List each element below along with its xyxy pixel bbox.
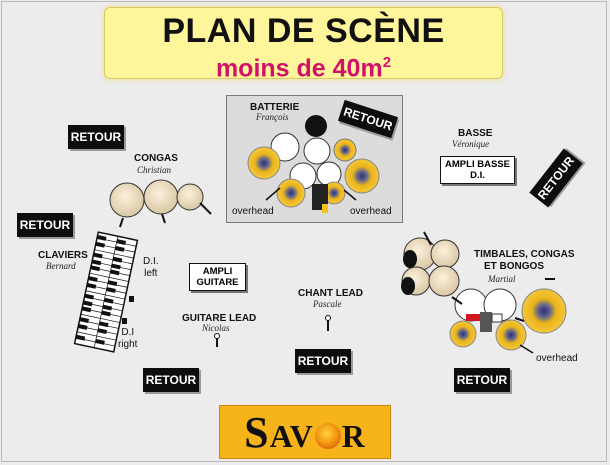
- congas-set: [109, 179, 212, 228]
- bass-drum-icon: [312, 184, 328, 210]
- cymbal-icon: [449, 320, 477, 348]
- subtitle-superscript: 2: [382, 54, 392, 71]
- percussions-label-line2: ET BONGOS: [483, 261, 544, 272]
- chant-musician: Pascale: [313, 299, 342, 309]
- mic-icon: [451, 296, 463, 305]
- overhead-left-label: overhead: [232, 206, 274, 217]
- di-left-label: D.I. left: [143, 256, 159, 280]
- conga-icon: [109, 182, 145, 218]
- block-icon: [491, 313, 503, 323]
- percussions-overhead-label: overhead: [536, 353, 578, 364]
- congas-musician: Christian: [137, 165, 172, 175]
- ampli-basse-label: AMPLI BASSE: [445, 159, 510, 170]
- retour-congas: RETOUR: [68, 125, 124, 149]
- di-left-line2: left: [144, 268, 158, 279]
- retour-percussions: RETOUR: [454, 368, 510, 392]
- congas-label: CONGAS: [134, 153, 178, 164]
- di-right-line2: right: [118, 339, 138, 350]
- subtitle-text: moins de 40m: [215, 54, 383, 83]
- ampli-guitare-box: AMPLI GUITARE: [189, 263, 246, 291]
- mic-icon: [423, 231, 432, 246]
- batterie-label: BATTERIE: [250, 102, 300, 113]
- di-box-icon: [122, 318, 127, 324]
- conga-icon: [428, 265, 460, 297]
- mic-stand-icon: [519, 344, 534, 354]
- basse-label: BASSE: [458, 128, 493, 139]
- cymbal-icon: [495, 319, 527, 351]
- vocal-mic-icon: [325, 315, 331, 331]
- retour-chant: RETOUR: [295, 349, 351, 373]
- guitare-musician: Nicolas: [202, 323, 230, 333]
- kick-mic-icon: [322, 204, 328, 213]
- di-right-label: D.I right: [118, 327, 137, 351]
- percussions-label-line1: TIMBALES, CONGAS: [474, 249, 575, 260]
- retour-guitare: RETOUR: [143, 368, 199, 392]
- batterie-musician: François: [256, 112, 289, 122]
- mic-stand-icon: [265, 187, 281, 201]
- ampli-guitare-line2: GUITARE: [196, 277, 239, 288]
- conga-icon: [176, 183, 204, 211]
- cowbell-icon: [480, 312, 492, 332]
- conga-icon: [143, 179, 179, 215]
- mic-icon: [161, 213, 166, 224]
- bongo-icon: [401, 277, 415, 295]
- cymbal-icon: [344, 158, 380, 194]
- chant-label: CHANT LEAD: [298, 288, 363, 299]
- conga-icon: [430, 239, 460, 269]
- title-banner: PLAN DE SCÈNE moins de 40m2: [104, 7, 503, 82]
- di-left-line1: D.I.: [143, 256, 159, 267]
- ampli-guitare-line1: AMPLI: [202, 266, 233, 277]
- plan-title: PLAN DE SCÈNE: [162, 12, 445, 50]
- drum-stool-icon: [305, 115, 327, 137]
- keyboard-stack: [73, 231, 139, 353]
- hihat-icon: [276, 178, 306, 208]
- retour-claviers: RETOUR: [17, 213, 73, 237]
- drum-kit: [247, 115, 380, 213]
- guitar-mic-icon: [214, 333, 220, 347]
- di-box-icon: [129, 296, 134, 302]
- plan-subtitle: moins de 40m2: [105, 49, 502, 82]
- mic-stand-icon: [343, 189, 357, 201]
- cymbal-icon: [247, 146, 281, 180]
- overhead-right-label: overhead: [350, 206, 392, 217]
- bongo-icon: [403, 250, 417, 268]
- mic-icon: [119, 217, 124, 228]
- guitare-label: GUITARE LEAD: [182, 313, 257, 324]
- ampli-basse-box: AMPLI BASSE D.I.: [440, 156, 515, 184]
- cymbal-icon: [333, 138, 357, 162]
- tom-icon: [270, 132, 300, 162]
- mic-icon: [514, 317, 525, 322]
- cowbell-icon: [466, 314, 480, 321]
- basse-musician: Véronique: [452, 139, 490, 149]
- ampli-basse-di-label: D.I.: [470, 170, 485, 181]
- claviers-musician: Bernard: [46, 261, 76, 271]
- cymbal-icon: [521, 288, 567, 334]
- di-right-line1: D.I: [121, 327, 135, 338]
- logo-o-icon: [314, 422, 341, 449]
- claviers-label: CLAVIERS: [38, 250, 88, 261]
- tom-icon: [303, 137, 331, 165]
- percussions-musician: Martial: [488, 274, 516, 284]
- mic-icon: [199, 202, 212, 215]
- percussion-set: [401, 231, 567, 354]
- percussions-label: TIMBALES, CONGAS ET BONGOS: [474, 249, 575, 273]
